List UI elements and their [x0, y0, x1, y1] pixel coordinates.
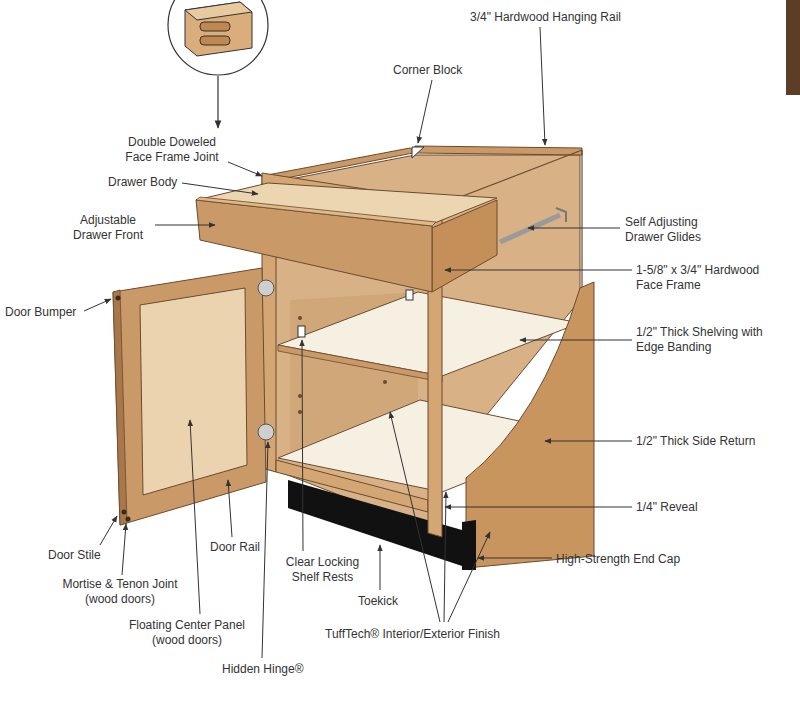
- leader-lines-part: [390, 412, 440, 622]
- cabinet-carcass-part: [298, 410, 302, 414]
- dowel-inset-part: [217, 76, 218, 128]
- cabinet-carcass-part: [383, 380, 387, 384]
- leader-lines-part: [182, 183, 258, 194]
- door-part: [122, 510, 127, 515]
- cabinet-carcass-part: [406, 290, 413, 300]
- dowel-inset-part: [185, 2, 252, 56]
- part-label: Adjustable Drawer Front: [62, 213, 154, 243]
- drawer-part: [196, 197, 436, 226]
- leader-lines-part: [155, 225, 215, 226]
- leader-lines-part: [262, 442, 268, 658]
- part-label: Door Stile: [48, 548, 110, 563]
- leader-lines-part: [448, 532, 490, 622]
- part-label: 1-5/8" x 3/4" Hardwood Face Frame: [636, 263, 786, 293]
- cabinet-carcass-part: [581, 150, 582, 290]
- door-part: [113, 268, 266, 525]
- leader-lines-part: [100, 516, 117, 545]
- part-label: Self Adjusting Drawer Glides: [625, 215, 737, 245]
- door-part: [140, 288, 247, 495]
- leader-lines-part: [478, 558, 552, 559]
- leader-lines-part: [84, 299, 111, 311]
- part-label: Toekick: [358, 594, 418, 609]
- cabinet-carcass-part: [298, 316, 302, 320]
- door-part: [258, 280, 274, 296]
- part-label: Mortise & Tenon Joint (wood doors): [50, 577, 190, 607]
- side-return-part: [462, 520, 476, 570]
- leader-lines-part: [444, 492, 446, 622]
- drawer-part: [556, 208, 566, 222]
- part-label: Hidden Hinge®: [222, 662, 332, 677]
- leader-lines-part: [228, 480, 232, 537]
- cabinet-carcass-part: [262, 148, 418, 180]
- leader-lines-part: [190, 420, 200, 614]
- leader-lines-part: [302, 340, 303, 551]
- part-label: Door Bumper: [5, 305, 85, 320]
- part-label: Floating Center Panel (wood doors): [112, 618, 262, 648]
- leader-lines-part: [418, 80, 432, 143]
- part-label: Corner Block: [393, 63, 483, 78]
- part-label: 1/4" Reveal: [636, 500, 756, 515]
- part-label: Drawer Body: [108, 175, 188, 190]
- side-return-part: [466, 282, 594, 568]
- page-tab: [786, 0, 800, 95]
- leader-lines-part: [545, 441, 632, 442]
- door-part: [116, 296, 121, 301]
- leader-lines-part: [445, 270, 632, 271]
- cabinet-carcass-part: [412, 147, 424, 158]
- door-part: [113, 290, 127, 525]
- dowel-inset-part: [185, 2, 252, 20]
- leader-lines-part: [520, 340, 632, 341]
- leader-lines-part: [122, 524, 126, 575]
- part-label: Door Rail: [210, 540, 280, 555]
- part-label: Double Doweled Face Frame Joint: [118, 135, 226, 165]
- part-label: High-Strength End Cap: [556, 552, 726, 567]
- dowel-inset-part: [168, 0, 268, 75]
- door-part: [126, 517, 131, 522]
- part-label: 1/2" Thick Side Return: [636, 434, 786, 449]
- door-part: [258, 424, 274, 440]
- dowel-inset-part: [200, 22, 230, 31]
- cabinet-carcass-part: [298, 394, 302, 398]
- part-label: Clear Locking Shelf Rests: [275, 555, 370, 585]
- leader-lines-part: [445, 507, 632, 508]
- leader-lines-part: [228, 162, 262, 176]
- part-label: 3/4" Hardwood Hanging Rail: [470, 10, 670, 25]
- leader-lines-part: [528, 228, 620, 229]
- dowel-inset-part: [200, 36, 230, 45]
- drawer-part: [432, 200, 497, 292]
- part-label: TuffTech® Interior/Exterior Finish: [325, 627, 555, 642]
- face-frame-part: [276, 460, 428, 512]
- leader-lines-part: [540, 27, 545, 145]
- dowel-inset: [168, 0, 268, 128]
- side-return: [462, 282, 594, 570]
- part-label: 1/2" Thick Shelving with Edge Banding: [636, 325, 786, 355]
- cabinet-carcass-part: [298, 326, 305, 337]
- cabinet-carcass-part: [415, 146, 582, 155]
- leader-lines-part: [380, 545, 381, 590]
- leader-lines: [84, 27, 632, 658]
